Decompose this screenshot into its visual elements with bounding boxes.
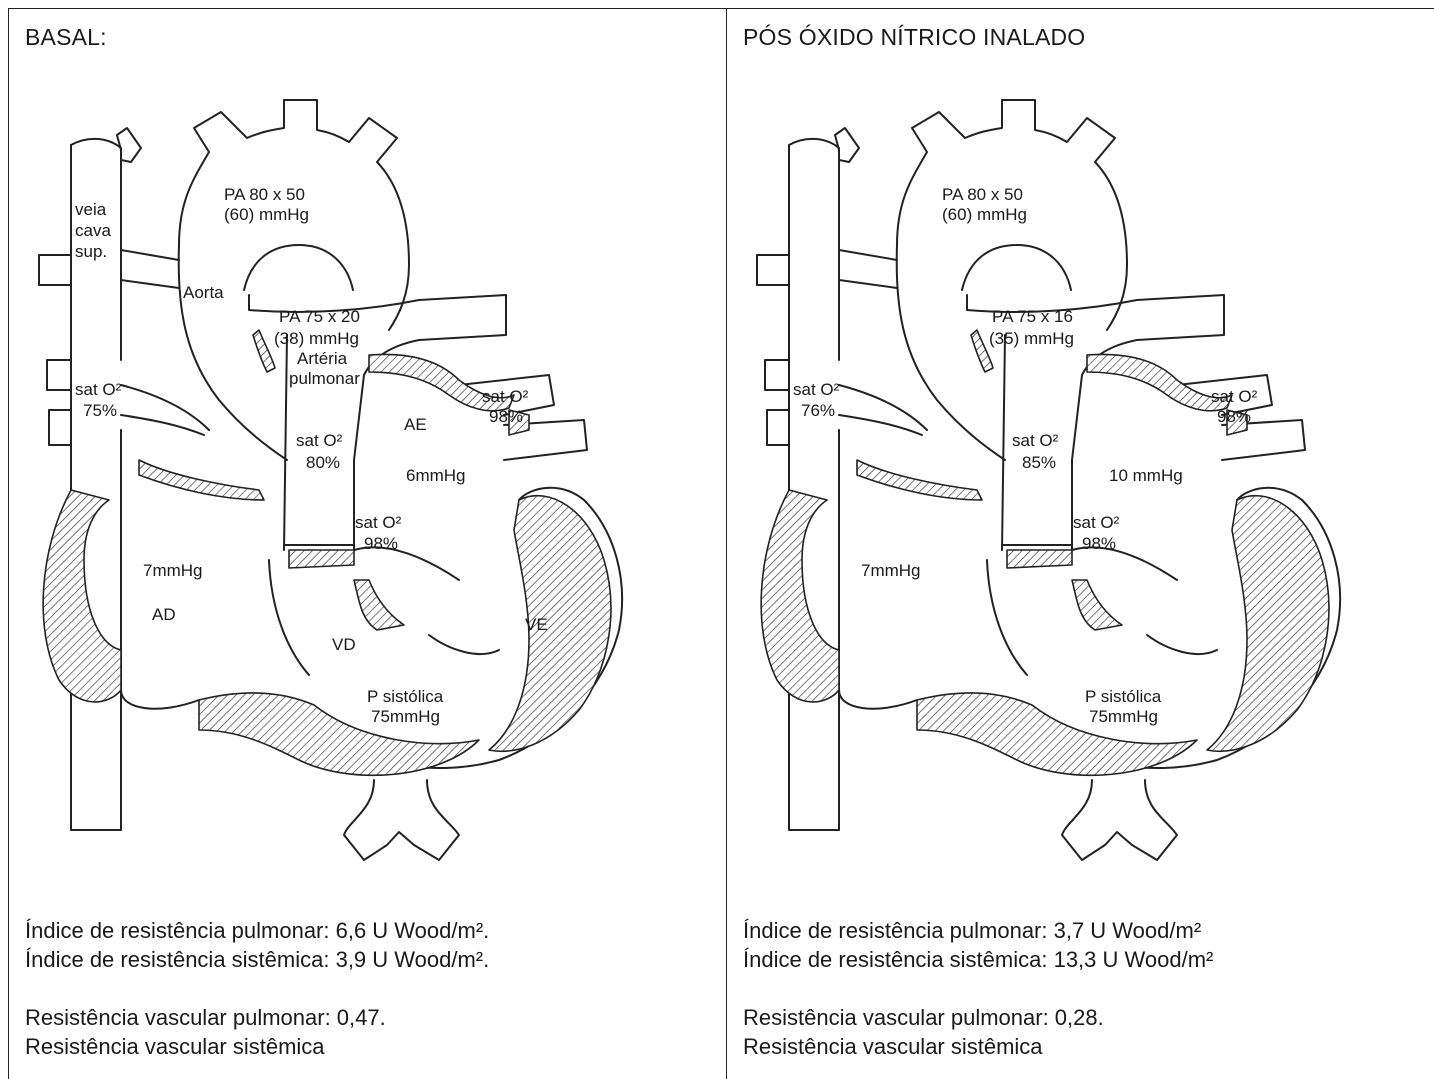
systolic-label: P sistólica bbox=[1085, 687, 1162, 706]
heart-diagram-basal: PA 80 x 50 (60) mmHg veia cava sup. Aort… bbox=[9, 90, 719, 880]
pa-pressure-label-2: (38) mmHg bbox=[274, 329, 359, 348]
systolic-label: P sistólica bbox=[367, 687, 444, 706]
panel-heading: PÓS ÓXIDO NÍTRICO INALADO bbox=[743, 24, 1085, 51]
pulmonary-vascular-resistance: Resistência vascular pulmonar: 0,47. bbox=[25, 1003, 489, 1032]
ra-sat-label: sat O² bbox=[75, 380, 122, 399]
heart-diagram-svg: PA 80 x 50 (60) mmHg PA 75 x 16 (35) mmH… bbox=[727, 90, 1434, 880]
pa-sat-label: sat O² bbox=[296, 431, 343, 450]
aorta-pressure-label: PA 80 x 50 bbox=[942, 185, 1023, 204]
panel-basal: BASAL: bbox=[9, 8, 726, 1079]
lv-sat-label: sat O² bbox=[355, 513, 402, 532]
la-sat-value: 98% bbox=[489, 407, 523, 426]
aorta-pressure-label-2: (60) mmHg bbox=[224, 205, 309, 224]
la-pressure-label: 6mmHg bbox=[406, 466, 466, 485]
pa-pressure-label-2: (35) mmHg bbox=[989, 329, 1074, 348]
pulmonary-resistance-index: Índice de resistência pulmonar: 3,7 U Wo… bbox=[743, 916, 1213, 945]
systolic-value: 75mmHg bbox=[1089, 707, 1158, 726]
ra-pressure-label: 7mmHg bbox=[143, 561, 203, 580]
la-label: AE bbox=[404, 415, 427, 434]
diagram-labels: PA 80 x 50 (60) mmHg veia cava sup. Aort… bbox=[75, 185, 548, 726]
pa-sat-label: sat O² bbox=[1012, 431, 1059, 450]
pulmonary-artery-label: Artéria bbox=[297, 349, 348, 368]
pa-sat-value: 80% bbox=[306, 453, 340, 472]
lv-sat-value: 98% bbox=[364, 534, 398, 553]
pulmonary-vascular-resistance: Resistência vascular pulmonar: 0,28. bbox=[743, 1003, 1213, 1032]
aorta-label: Aorta bbox=[183, 283, 224, 302]
ra-label: AD bbox=[152, 605, 176, 624]
resistance-stats-post-no: Índice de resistência pulmonar: 3,7 U Wo… bbox=[743, 916, 1213, 1061]
pa-sat-value: 85% bbox=[1022, 453, 1056, 472]
panel-heading: BASAL: bbox=[25, 24, 107, 51]
heart-diagram-svg: PA 80 x 50 (60) mmHg veia cava sup. Aort… bbox=[9, 90, 719, 880]
rv-label: VD bbox=[332, 635, 356, 654]
panel-post-nitric-oxide: PÓS ÓXIDO NÍTRICO INALADO bbox=[727, 8, 1434, 1079]
heart-diagram-post-no: PA 80 x 50 (60) mmHg PA 75 x 16 (35) mmH… bbox=[727, 90, 1434, 880]
systemic-vascular-resistance: Resistência vascular sistêmica bbox=[25, 1032, 489, 1061]
la-sat-value: 98% bbox=[1217, 407, 1251, 426]
pa-pressure-label: PA 75 x 16 bbox=[992, 307, 1073, 326]
systemic-resistance-index: Índice de resistência sistêmica: 13,3 U … bbox=[743, 945, 1213, 974]
ra-pressure-label: 7mmHg bbox=[861, 561, 921, 580]
diagram-labels: PA 80 x 50 (60) mmHg PA 75 x 16 (35) mmH… bbox=[793, 185, 1258, 726]
svc-label-1: veia bbox=[75, 200, 107, 219]
ra-sat-value: 75% bbox=[83, 401, 117, 420]
la-sat-label: sat O² bbox=[1211, 387, 1258, 406]
lv-label: VE bbox=[525, 615, 548, 634]
resistance-stats-basal: Índice de resistência pulmonar: 6,6 U Wo… bbox=[25, 916, 489, 1061]
lv-sat-label: sat O² bbox=[1073, 513, 1120, 532]
svc-label-3: sup. bbox=[75, 242, 107, 261]
lv-sat-value: 98% bbox=[1082, 534, 1116, 553]
svc-label-2: cava bbox=[75, 221, 111, 240]
systemic-vascular-resistance: Resistência vascular sistêmica bbox=[743, 1032, 1213, 1061]
systemic-resistance-index: Índice de resistência sistêmica: 3,9 U W… bbox=[25, 945, 489, 974]
ra-sat-value: 76% bbox=[801, 401, 835, 420]
aorta-pressure-label-2: (60) mmHg bbox=[942, 205, 1027, 224]
systolic-value: 75mmHg bbox=[371, 707, 440, 726]
pulmonary-artery-label-2: pulmonar bbox=[289, 369, 360, 388]
pulmonary-resistance-index: Índice de resistência pulmonar: 6,6 U Wo… bbox=[25, 916, 489, 945]
pa-pressure-label: PA 75 x 20 bbox=[279, 307, 360, 326]
la-pressure-label: 10 mmHg bbox=[1109, 466, 1183, 485]
la-sat-label: sat O² bbox=[482, 387, 529, 406]
aorta-pressure-label: PA 80 x 50 bbox=[224, 185, 305, 204]
ra-sat-label: sat O² bbox=[793, 380, 840, 399]
